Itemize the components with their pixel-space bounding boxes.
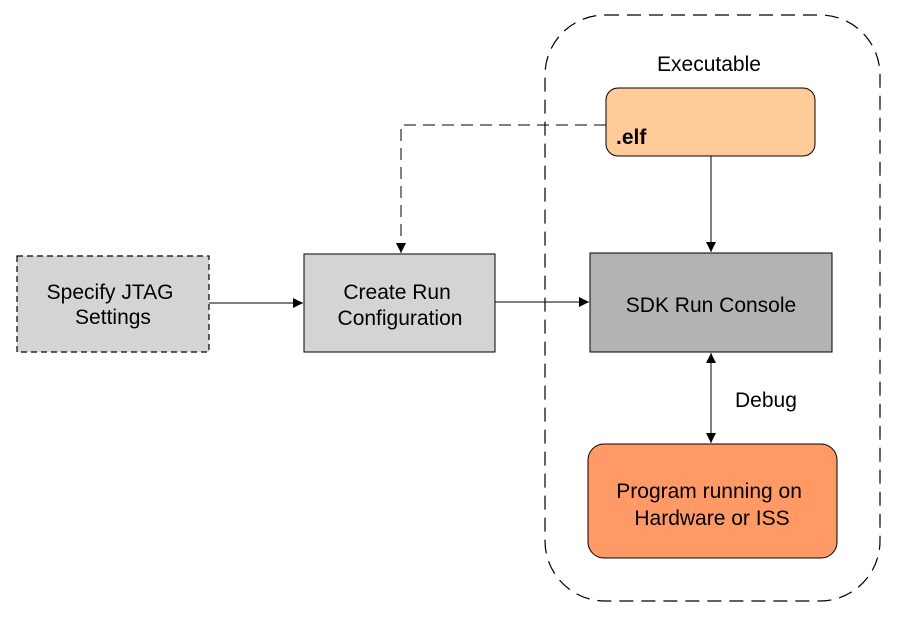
dashed-arrow-elf-to-create: [396, 124, 606, 253]
sdk-run-console-box: [589, 252, 833, 353]
specify-jtag-box: [16, 255, 210, 353]
sdk-run-console-label: SDK Run Console: [626, 294, 796, 317]
program-running-label: Program running on Hardware or ISS: [616, 480, 807, 530]
elf-label: .elf: [616, 126, 647, 149]
specify-jtag-label: Specify JTAG Settings: [47, 281, 180, 329]
debug-label: Debug: [735, 389, 797, 412]
program-running-box: [587, 443, 838, 559]
executable-group-boundary: [544, 14, 881, 602]
create-run-config-label: Create Run Configuration: [338, 281, 463, 330]
create-run-config-box: [303, 253, 496, 353]
executable-label: Executable: [657, 53, 761, 76]
